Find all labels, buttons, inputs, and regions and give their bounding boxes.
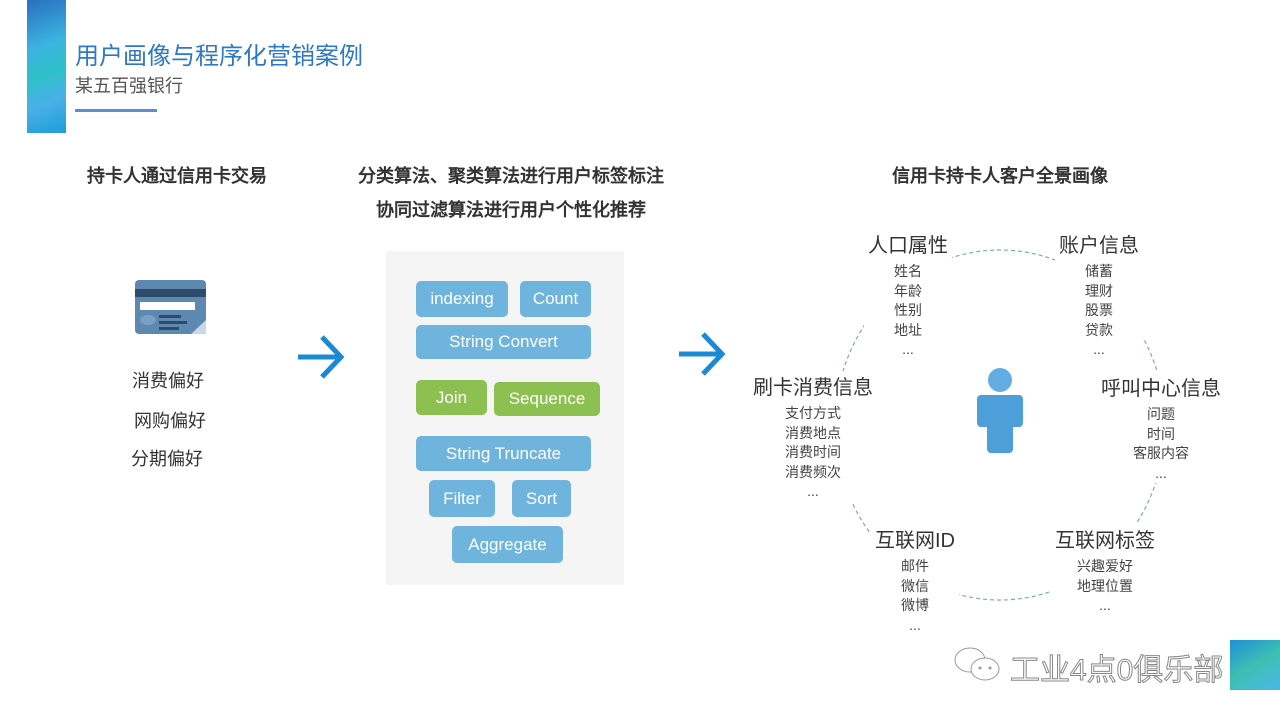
arrow-right-icon bbox=[298, 335, 345, 379]
group-item: 时间 bbox=[1147, 425, 1175, 442]
group-item: 性别 bbox=[894, 302, 922, 318]
group-item: 消费地点 bbox=[785, 424, 841, 441]
group-title: 呼叫中心信息 bbox=[1101, 378, 1221, 400]
page-subtitle: 某五百强银行 bbox=[75, 76, 183, 96]
group-call-center: 呼叫中心信息 问题时间客服内容... bbox=[1097, 372, 1225, 483]
page-title: 用户画像与程序化营销案例 bbox=[75, 43, 363, 70]
group-internet-id: 互联网ID 邮件微信微博... bbox=[871, 524, 959, 635]
group-item: 支付方式 bbox=[785, 405, 841, 421]
chip-count: Count bbox=[520, 281, 591, 317]
group-item: 贷款 bbox=[1085, 321, 1113, 338]
group-item: 微信 bbox=[901, 577, 929, 594]
group-item: 储蓄 bbox=[1085, 263, 1113, 279]
group-demographics: 人口属性 姓名年龄性别地址... bbox=[864, 229, 952, 360]
chip-sort: Sort bbox=[512, 480, 571, 517]
group-title: 人口属性 bbox=[868, 235, 948, 257]
group-item: 消费频次 bbox=[785, 463, 841, 480]
group-card-spending: 刷卡消费信息 支付方式消费地点消费时间消费频次... bbox=[749, 371, 877, 502]
chip-string-truncate: String Truncate bbox=[416, 436, 591, 471]
group-item: ... bbox=[1093, 341, 1105, 357]
group-item: 理财 bbox=[1085, 282, 1113, 299]
chip-filter: Filter bbox=[429, 480, 495, 517]
group-title: 互联网ID bbox=[875, 530, 955, 552]
group-item: 兴趣爱好 bbox=[1077, 558, 1133, 574]
chip-string-convert: String Convert bbox=[416, 325, 591, 359]
group-title: 账户信息 bbox=[1059, 235, 1139, 257]
group-item: ... bbox=[807, 483, 819, 499]
group-items: 问题时间客服内容... bbox=[1101, 405, 1221, 483]
chip-sequence: Sequence bbox=[494, 382, 600, 416]
group-items: 兴趣爱好地理位置... bbox=[1055, 557, 1155, 616]
col2-heading-line1: 分类算法、聚类算法进行用户标签标注 bbox=[358, 166, 664, 186]
group-items: 储蓄理财股票贷款... bbox=[1059, 262, 1139, 360]
col3-heading: 信用卡持卡人客户全景画像 bbox=[892, 166, 1108, 186]
chip-indexing: indexing bbox=[416, 281, 508, 317]
arrow-right-icon bbox=[679, 332, 726, 376]
col2-heading-line2: 协同过滤算法进行用户个性化推荐 bbox=[376, 200, 646, 220]
group-item: 地理位置 bbox=[1077, 577, 1133, 594]
group-item: 邮件 bbox=[901, 558, 929, 574]
group-item: 年龄 bbox=[894, 282, 922, 299]
group-item: 姓名 bbox=[894, 263, 922, 279]
group-item: 消费时间 bbox=[785, 444, 841, 460]
col1-heading: 持卡人通过信用卡交易 bbox=[87, 166, 267, 186]
title-underline bbox=[75, 109, 157, 112]
decorative-corner bbox=[1230, 640, 1280, 690]
preference-item: 消费偏好 bbox=[132, 371, 204, 391]
watermark: 工业4点0俱乐部 bbox=[1009, 654, 1224, 688]
group-internet-tags: 互联网标签 兴趣爱好地理位置... bbox=[1051, 524, 1159, 616]
group-item: ... bbox=[1099, 597, 1111, 613]
group-item: 客服内容 bbox=[1133, 445, 1189, 461]
person-icon bbox=[977, 368, 1023, 453]
group-account: 账户信息 储蓄理财股票贷款... bbox=[1055, 229, 1143, 360]
group-items: 邮件微信微博... bbox=[875, 557, 955, 635]
chip-aggregate: Aggregate bbox=[452, 526, 563, 563]
group-item: 地址 bbox=[894, 321, 922, 338]
credit-card-icon bbox=[135, 280, 206, 334]
group-item: 股票 bbox=[1085, 302, 1113, 318]
wechat-icon bbox=[954, 647, 1000, 681]
chip-join: Join bbox=[416, 380, 487, 415]
group-item: ... bbox=[902, 341, 914, 357]
preference-item: 网购偏好 bbox=[134, 411, 206, 431]
decorative-banner bbox=[27, 0, 66, 133]
preference-item: 分期偏好 bbox=[131, 449, 203, 469]
group-item: ... bbox=[1155, 464, 1167, 481]
group-item: 问题 bbox=[1147, 406, 1175, 422]
group-item: ... bbox=[909, 616, 921, 633]
group-items: 支付方式消费地点消费时间消费频次... bbox=[753, 404, 873, 502]
group-title: 刷卡消费信息 bbox=[753, 377, 873, 399]
group-items: 姓名年龄性别地址... bbox=[868, 262, 948, 360]
group-item: 微博 bbox=[901, 597, 929, 613]
group-title: 互联网标签 bbox=[1055, 530, 1155, 552]
